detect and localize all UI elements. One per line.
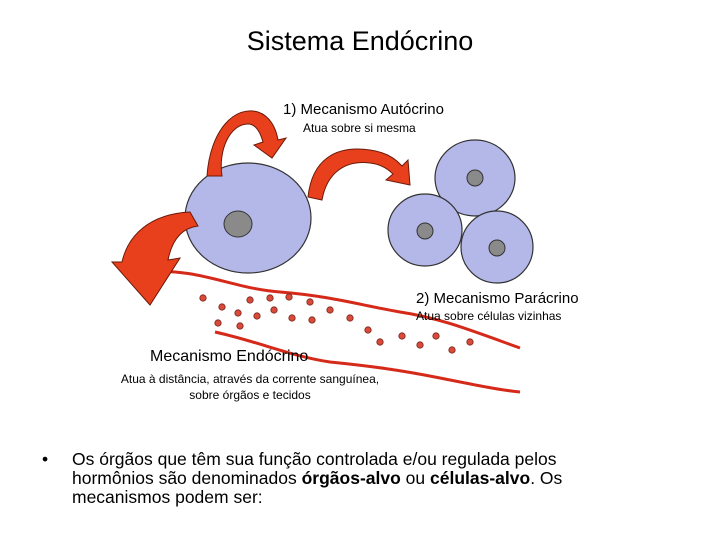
page-title: Sistema Endócrino	[246, 26, 474, 56]
particle	[270, 306, 278, 314]
cell-large-nucleus	[223, 210, 253, 238]
particle	[218, 303, 226, 311]
autocrine-arrow	[206, 110, 288, 177]
particle	[236, 322, 244, 330]
paracrine-arrow	[307, 148, 411, 201]
particle	[253, 312, 261, 320]
particle	[306, 298, 314, 306]
particle	[364, 326, 372, 334]
bullet-symbol: •	[42, 449, 49, 469]
particle	[416, 341, 424, 349]
endocrine-subtitle: Atua à distância, através da corrente sa…	[120, 372, 380, 402]
particle	[308, 316, 316, 324]
autocrine-subtitle: Atua sobre si mesma	[303, 121, 416, 135]
vessel-wall-top	[147, 269, 521, 350]
particle	[285, 293, 293, 301]
endocrine-arrow	[110, 211, 199, 306]
particle	[346, 314, 354, 322]
particle	[214, 319, 222, 327]
cell-neighbor-top-nucleus	[466, 169, 484, 187]
bullet-text: Os órgãos que têm sua função controlada …	[72, 449, 563, 507]
particle	[376, 338, 384, 346]
particle	[288, 314, 296, 322]
cell-neighbor-right-nucleus	[488, 239, 506, 257]
cell-neighbor-left-nucleus	[416, 222, 434, 240]
vessel-wall-bottom	[214, 330, 521, 394]
paracrine-subtitle: Atua sobre células vizinhas	[416, 309, 562, 323]
particle	[199, 294, 207, 302]
autocrine-title: 1) Mecanismo Autócrino	[283, 101, 444, 118]
paracrine-title: 2) Mecanismo Parácrino	[416, 290, 579, 307]
particle	[326, 306, 334, 314]
particle	[246, 296, 254, 304]
endocrine-title: Mecanismo Endócrino	[150, 348, 309, 365]
particle	[398, 332, 406, 340]
bullet-point: • Os órgãos que têm sua função controlad…	[42, 450, 642, 507]
bold-term-celulas-alvo: células-alvo	[430, 468, 531, 488]
particle	[466, 338, 474, 346]
hormone-particles	[199, 293, 474, 354]
particle	[448, 346, 456, 354]
particle	[266, 294, 274, 302]
bold-term-orgaos-alvo: órgãos-alvo	[301, 468, 401, 488]
particle	[432, 332, 440, 340]
particle	[234, 309, 242, 317]
